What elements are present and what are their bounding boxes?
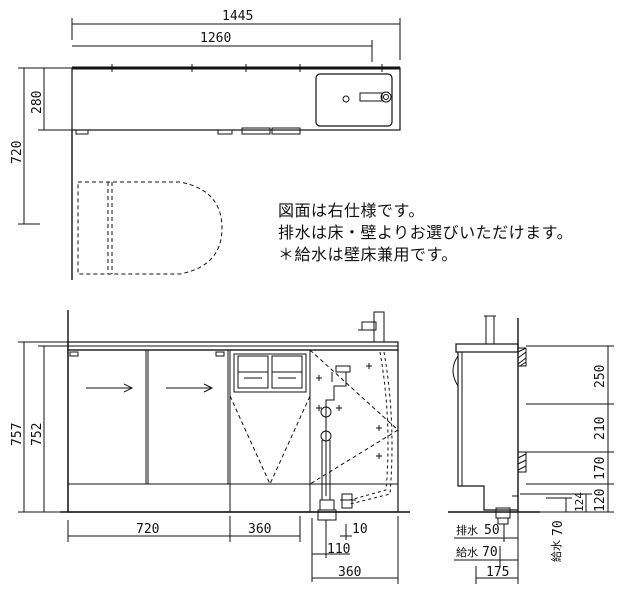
dim-side-170: 170: [593, 457, 608, 480]
label-drain: 排水: [456, 523, 478, 537]
dim-side-124: 124: [573, 492, 586, 512]
note-line-3: ＊給水は壁床兼用です。: [278, 245, 458, 264]
dim-top-280: 280: [30, 91, 45, 114]
dim-side-70v: 70: [551, 520, 566, 536]
counter-top: [71, 67, 401, 131]
dim-side-210: 210: [593, 417, 608, 440]
spec-notes: 図面は右仕様です。 排水は床・壁よりお選びいただけます。 ＊給水は壁床兼用です。: [278, 200, 573, 266]
door-center: [147, 349, 229, 485]
top-view: 1445 1260 280 720: [10, 9, 401, 280]
dim-side-supply-70: 70: [482, 545, 498, 560]
label-supply-vertical: 給水: [549, 540, 563, 562]
dim-top-720: 720: [10, 141, 25, 164]
front-view: 757 752 720 360 10 110 360: [10, 310, 410, 584]
side-view: 250 210 170 120 124 70 給水 排水 50 給水 70 17…: [448, 315, 614, 584]
dim-top-1260: 1260: [200, 31, 231, 46]
dim-front-757: 757: [10, 423, 25, 446]
dim-front-360-bottom: 360: [338, 565, 361, 580]
door-left: [67, 349, 147, 485]
door-drawer: [229, 349, 311, 513]
dim-front-360: 360: [248, 522, 271, 537]
dim-side-120: 120: [593, 489, 608, 512]
dim-front-720: 720: [136, 522, 159, 537]
dim-front-110: 110: [327, 542, 350, 557]
door-sink: [309, 349, 399, 513]
label-supply: 給水: [456, 545, 478, 559]
dim-side-175: 175: [486, 565, 509, 580]
dim-top-1445: 1445: [222, 9, 253, 24]
dim-side-250: 250: [593, 365, 608, 388]
sink-basin: [315, 73, 393, 127]
dim-side-drain-50: 50: [484, 523, 500, 538]
dim-front-752: 752: [30, 423, 45, 446]
dim-front-10: 10: [352, 522, 368, 537]
toilet-outline: [77, 181, 223, 275]
note-line-2: 排水は床・壁よりお選びいただけます。: [278, 223, 574, 242]
note-line-1: 図面は右仕様です。: [278, 201, 425, 220]
